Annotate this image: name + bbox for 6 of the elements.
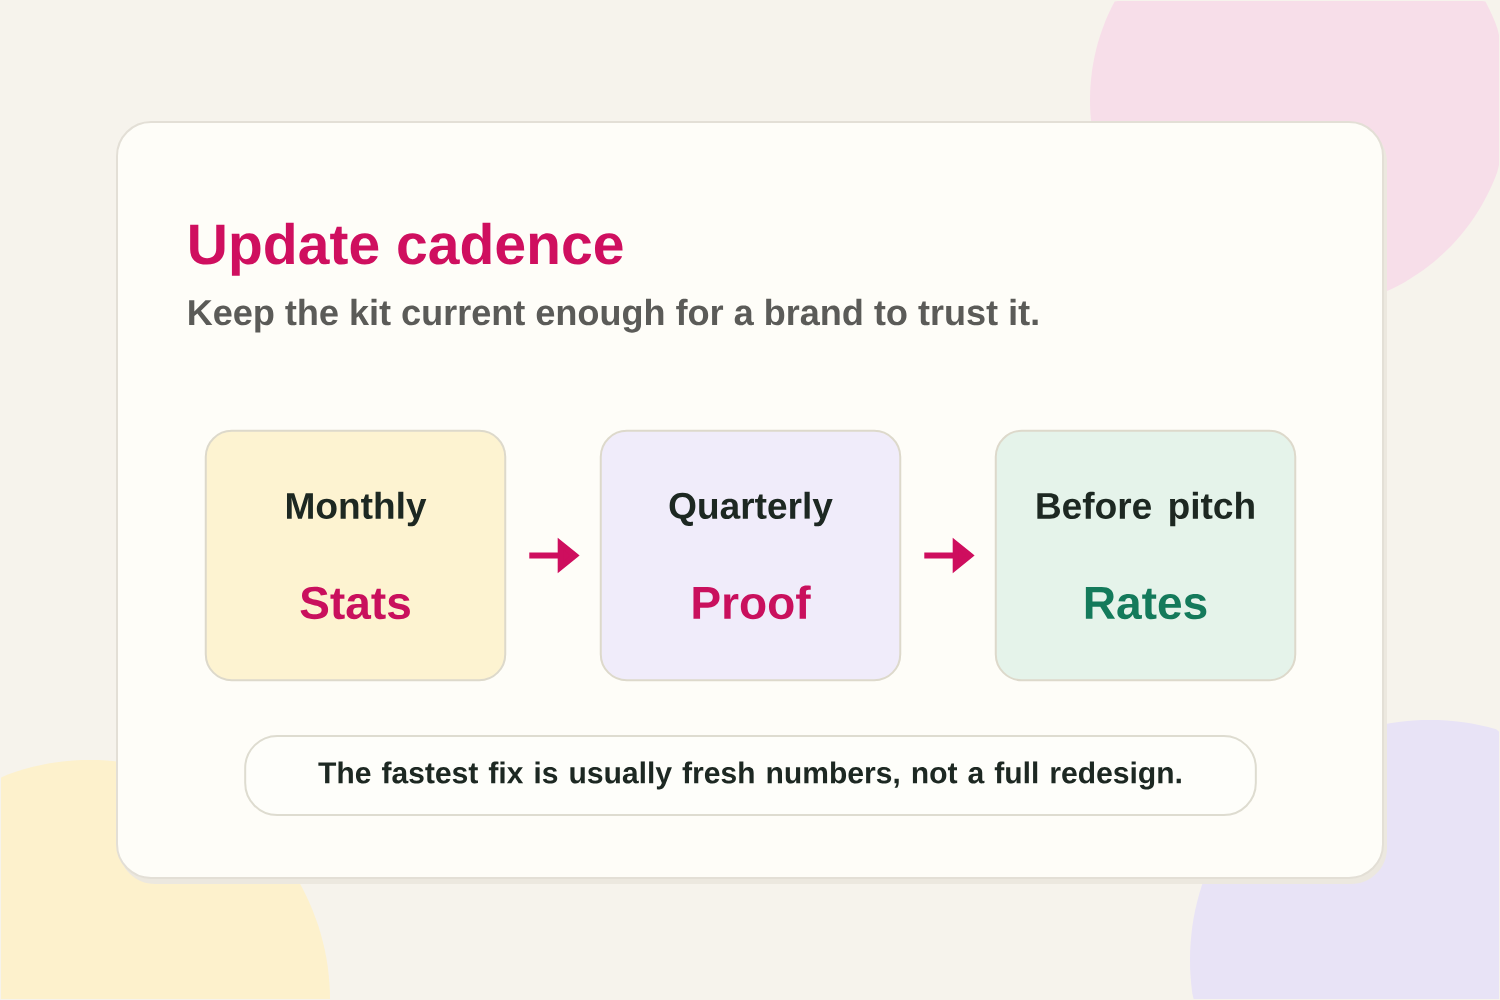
note-box: The fastest fix is usually fresh numbers, not a full redesign.	[244, 734, 1257, 817]
step-card: Monthly Stats	[204, 429, 507, 682]
subtitle: Keep the kit current enough for a brand to trust it.	[189, 298, 1038, 333]
title: Update cadence	[190, 222, 623, 276]
step-card: Before pitch Rates	[994, 429, 1297, 682]
step-card: Quarterly Proof	[599, 429, 902, 682]
